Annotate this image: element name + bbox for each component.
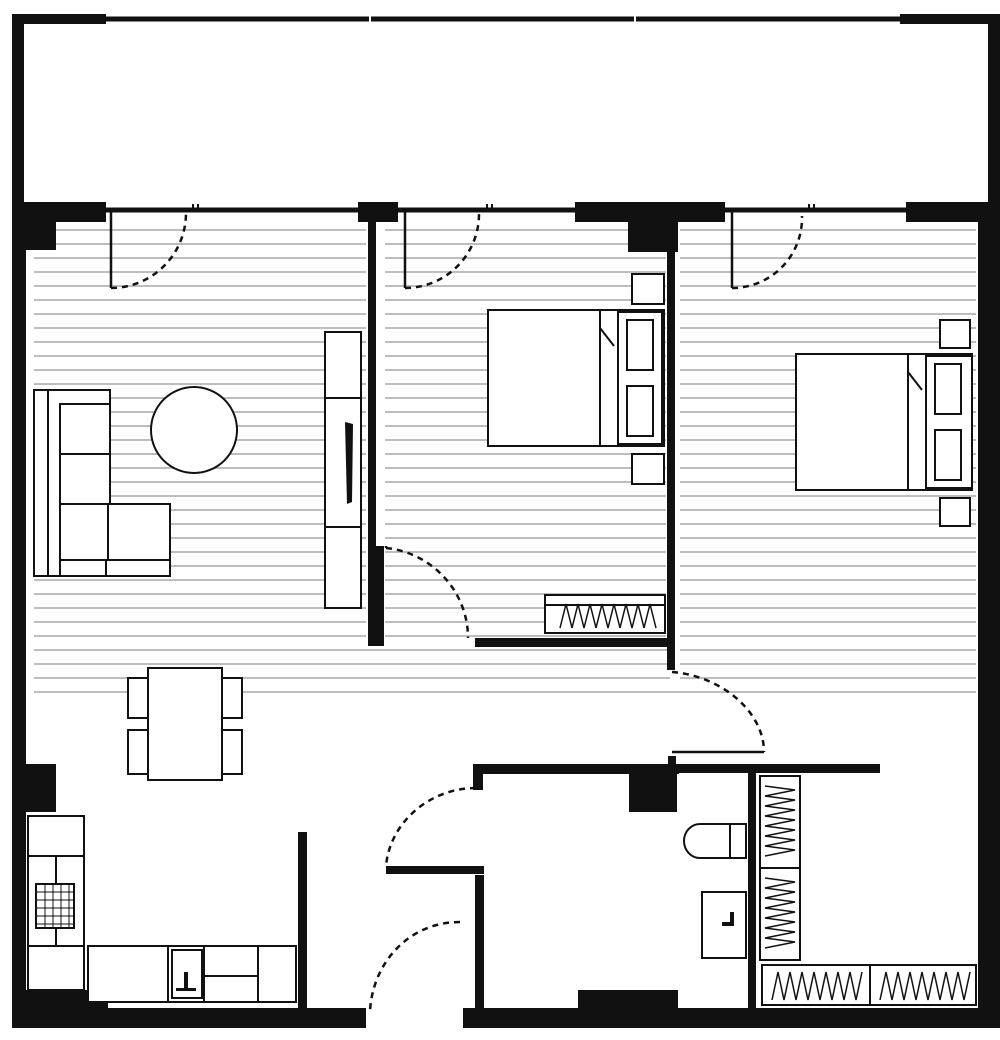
tall-cabinet xyxy=(27,815,85,857)
kitchen-sink xyxy=(171,949,203,999)
wardrobe xyxy=(869,964,977,1006)
dining-set xyxy=(127,667,243,781)
door-swing-entrance xyxy=(368,920,461,1013)
walls xyxy=(12,202,1000,1028)
pillow xyxy=(934,363,962,415)
column-bath xyxy=(629,772,677,812)
wall-living-bedroom-1 xyxy=(368,222,376,646)
dining-chair xyxy=(221,729,243,775)
sofa-cushion xyxy=(59,453,111,505)
exterior-wall-west xyxy=(12,202,26,1028)
wall-bedroom-1-south xyxy=(475,638,675,647)
door-swing-living-balcony xyxy=(110,212,188,290)
sofa xyxy=(33,389,171,577)
dining-chair xyxy=(127,729,149,775)
wall-entry-north xyxy=(386,866,484,874)
toilet xyxy=(683,823,747,859)
wardrobe xyxy=(761,964,871,1006)
cabinet xyxy=(27,945,85,991)
kitchen xyxy=(27,815,297,1003)
column-south xyxy=(578,990,678,1010)
door-swing-bedroom-1-balcony xyxy=(404,212,481,290)
dining-chair xyxy=(221,677,243,719)
dining-chair xyxy=(127,677,149,719)
doors xyxy=(109,212,804,1013)
exterior-wall-south-right xyxy=(463,1008,1000,1028)
pillow xyxy=(626,385,654,437)
facade-pier-4 xyxy=(906,202,1000,222)
wall-bedroom-1-bedroom-2 xyxy=(667,222,675,670)
wall-bedroom-1-jamb xyxy=(368,546,384,646)
balcony-top-wall-right xyxy=(900,14,1000,24)
pillow xyxy=(626,319,654,371)
column-sw xyxy=(24,764,56,812)
nightstand xyxy=(631,273,665,305)
balcony-left-wall xyxy=(12,14,24,214)
balcony-top-wall-left xyxy=(12,14,106,24)
sofa-cushion xyxy=(59,403,111,455)
bed-bedroom-2 xyxy=(795,319,973,527)
bed-bedroom-1 xyxy=(487,273,665,485)
wall-bathroom-jamb xyxy=(473,764,483,790)
door-swing-bathroom xyxy=(384,786,477,867)
balcony-right-wall xyxy=(988,14,1000,214)
door-swing-bedroom-2 xyxy=(671,670,766,753)
cooktop xyxy=(35,883,75,929)
door-swing-bedroom-1 xyxy=(385,546,470,639)
facade-pier-2 xyxy=(358,202,398,222)
wall-bathroom-north xyxy=(473,764,679,774)
wall-kitchen-entry xyxy=(298,832,307,1012)
exterior-wall-east xyxy=(978,202,1000,1028)
pillow xyxy=(934,429,962,481)
nightstand xyxy=(631,453,665,485)
tv-cabinet xyxy=(324,331,362,609)
balcony xyxy=(12,14,1000,214)
corner-column-nw xyxy=(24,202,56,250)
wall-bathroom-closet xyxy=(748,772,756,1012)
wardrobe-bedroom-1 xyxy=(544,594,666,634)
dining-table xyxy=(147,667,223,781)
tv-unit xyxy=(324,331,362,609)
bathroom-fixtures xyxy=(683,823,747,959)
washbasin xyxy=(701,891,747,959)
nightstand xyxy=(939,319,971,349)
wall-closet-north xyxy=(676,764,880,773)
round-coffee-table xyxy=(150,386,238,474)
nightstand xyxy=(939,497,971,527)
wall-closet-jamb xyxy=(668,756,676,774)
door-swing-bedroom-2-balcony xyxy=(731,215,804,290)
wall-entry-bathroom xyxy=(475,875,484,1015)
tv-screen xyxy=(345,422,353,504)
closet-wardrobes xyxy=(759,775,977,1006)
